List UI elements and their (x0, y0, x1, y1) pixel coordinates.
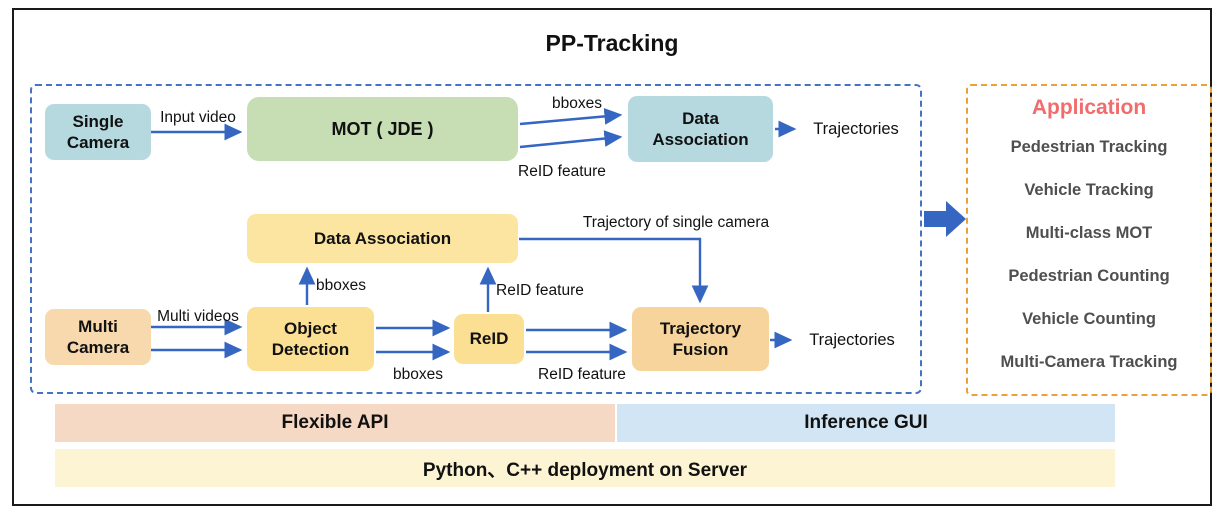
inference-gui-bar: Inference GUI (617, 404, 1115, 442)
label-reid-feature-up: ReID feature (496, 282, 584, 299)
application-item-vehicle-counting: Vehicle Counting (1022, 310, 1156, 328)
node-reid: ReID (454, 314, 524, 364)
label-bboxes-bottom: bboxes (393, 366, 443, 383)
label-input-video: Input video (160, 109, 236, 126)
application-item-multi-camera-tracking: Multi-Camera Tracking (1000, 353, 1178, 371)
diagram-title: PP-Tracking (545, 30, 679, 56)
label-reid-feature-bottom: ReID feature (538, 366, 626, 383)
node-data-association-multi: Data Association (247, 214, 518, 263)
application-item-pedestrian-counting: Pedestrian Counting (1008, 267, 1170, 285)
node-single-camera: Single Camera (45, 104, 151, 160)
label-reid-feature-top: ReID feature (518, 163, 606, 180)
application-item-pedestrian-tracking: Pedestrian Tracking (1010, 138, 1168, 156)
label-trajectories-bottom: Trajectories (809, 331, 895, 349)
application-item-vehicle-tracking: Vehicle Tracking (1024, 181, 1154, 199)
flexible-api-bar: Flexible API (55, 404, 615, 442)
application-item-multi-class-mot: Multi-class MOT (1025, 224, 1153, 242)
label-trajectory-of-single-camera: Trajectory of single camera (582, 214, 770, 231)
label-bboxes-up: bboxes (316, 277, 366, 294)
application-list: Pedestrian Tracking Vehicle Tracking Mul… (968, 120, 1210, 394)
label-trajectories-top: Trajectories (813, 120, 899, 138)
node-multi-camera: Multi Camera (45, 309, 151, 365)
node-object-detection: Object Detection (247, 307, 374, 371)
deployment-bar: Python、C++ deployment on Server (55, 449, 1115, 487)
node-mot-jde: MOT ( JDE ) (247, 97, 518, 161)
node-trajectory-fusion: Trajectory Fusion (632, 307, 769, 371)
pipeline-panel (30, 84, 922, 394)
application-panel: Application Pedestrian Tracking Vehicle … (966, 84, 1212, 396)
label-multi-videos: Multi videos (157, 308, 239, 325)
application-title: Application (1031, 96, 1147, 119)
label-bboxes-top: bboxes (552, 95, 602, 112)
node-data-association-single: Data Association (628, 96, 773, 162)
